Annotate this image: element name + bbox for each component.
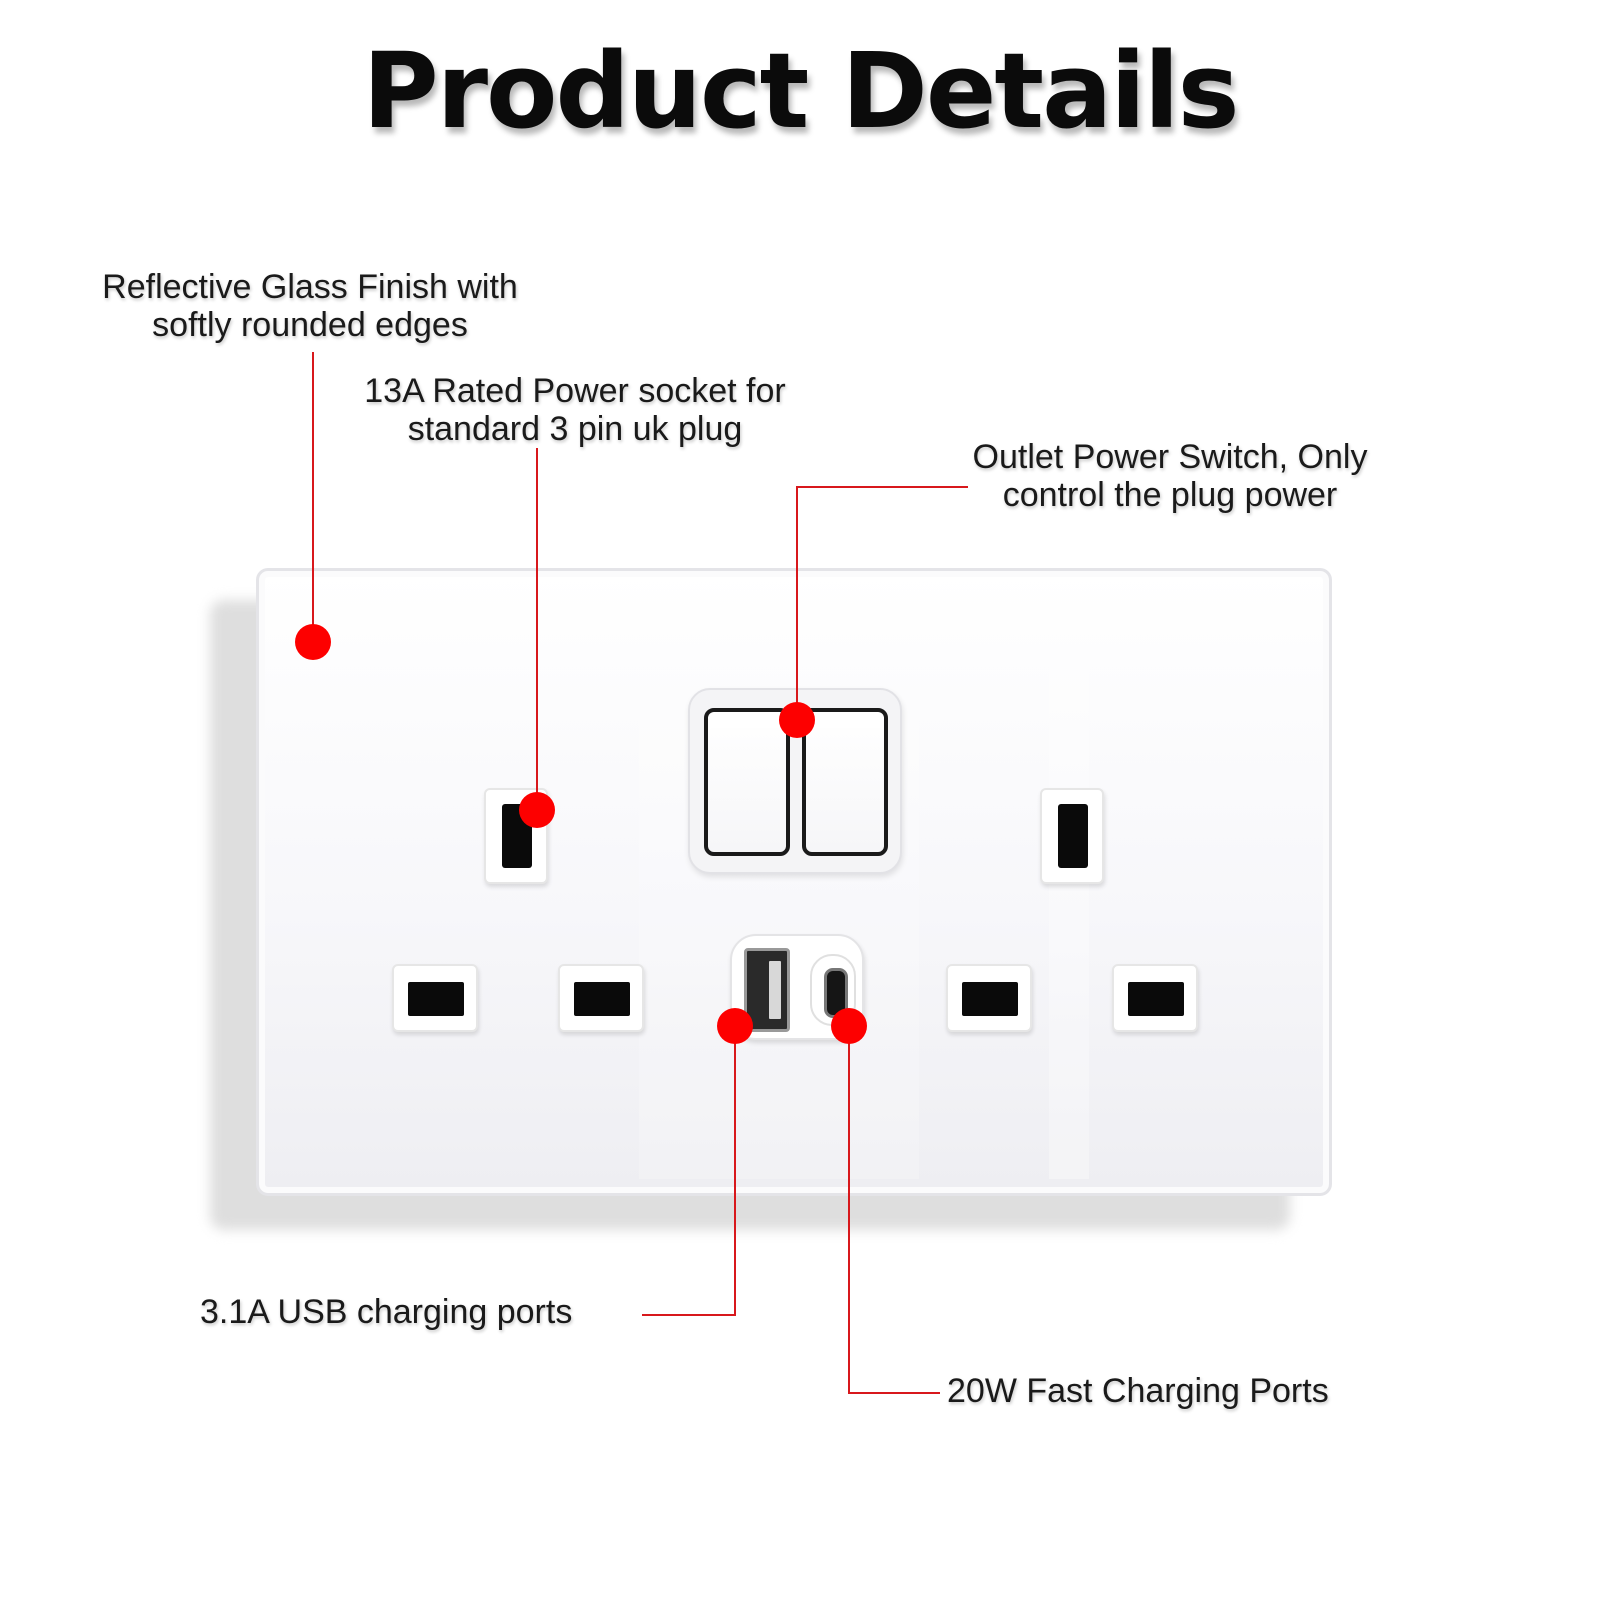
callout-glass-finish: Reflective Glass Finish with softly roun… xyxy=(60,268,560,344)
usb-marker-dot xyxy=(717,1008,753,1044)
glass-reflection xyxy=(639,579,919,1179)
left-live-pin-slot xyxy=(392,964,478,1032)
callout-socket-line2: standard 3 pin uk plug xyxy=(407,410,743,448)
left-rocker-switch[interactable] xyxy=(704,708,790,856)
socket-marker-dot xyxy=(519,792,555,828)
glass-faceplate xyxy=(256,568,1332,1196)
socket-leader-line xyxy=(536,448,538,810)
switch-housing xyxy=(688,688,902,874)
switch-leader-line-vertical xyxy=(796,486,798,720)
fast-leader-line-horizontal xyxy=(848,1392,940,1394)
callout-fast-charging: 20W Fast Charging Ports xyxy=(947,1372,1329,1410)
usb-leader-line-vertical xyxy=(734,1026,736,1316)
glass-leader-line xyxy=(312,352,314,642)
usb-a-port xyxy=(744,948,790,1032)
fast-leader-line-vertical xyxy=(848,1026,850,1394)
right-neutral-pin-slot xyxy=(1112,964,1198,1032)
usb-leader-line-horizontal xyxy=(642,1314,736,1316)
callout-glass-line1: Reflective Glass Finish with xyxy=(102,268,518,306)
fast-charge-marker-dot xyxy=(831,1008,867,1044)
switch-leader-line-horizontal xyxy=(796,486,968,488)
callout-switch-line2: control the plug power xyxy=(1002,476,1338,514)
right-live-pin-slot xyxy=(946,964,1032,1032)
page-title: Product Details xyxy=(362,30,1240,152)
callout-socket-line1: 13A Rated Power socket for xyxy=(364,372,786,410)
right-rocker-switch[interactable] xyxy=(802,708,888,856)
callout-usb-ports: 3.1A USB charging ports xyxy=(200,1293,573,1331)
callout-switch-line1: Outlet Power Switch, Only xyxy=(972,438,1368,476)
switch-marker-dot xyxy=(779,702,815,738)
callout-glass-line2: softly rounded edges xyxy=(152,306,468,344)
callout-power-switch: Outlet Power Switch, Only control the pl… xyxy=(950,438,1390,514)
left-neutral-pin-slot xyxy=(558,964,644,1032)
right-earth-pin-slot xyxy=(1040,788,1104,884)
glass-marker-dot xyxy=(295,624,331,660)
callout-power-socket: 13A Rated Power socket for standard 3 pi… xyxy=(330,372,820,448)
